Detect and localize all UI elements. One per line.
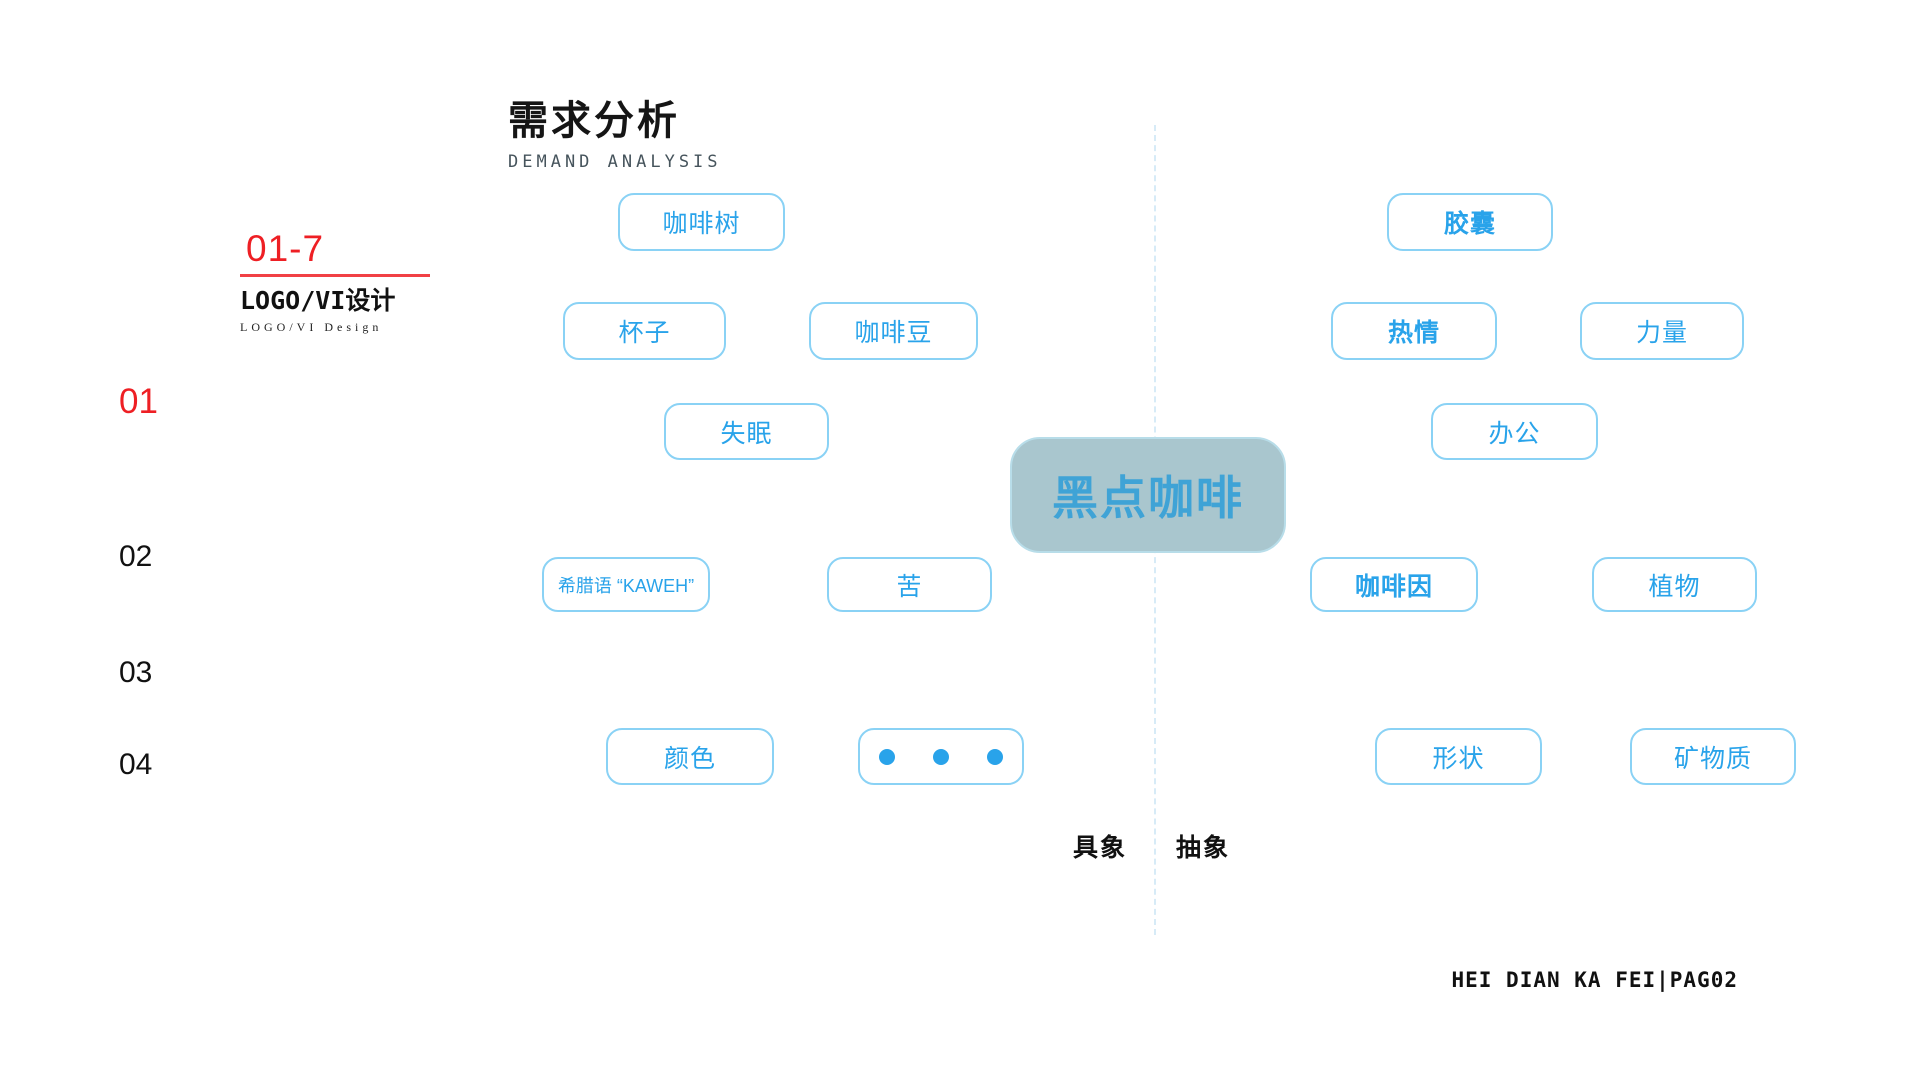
node-coffee-tree: 咖啡树 bbox=[618, 193, 785, 251]
node-plant: 植物 bbox=[1592, 557, 1757, 612]
axis-label-concrete: 具象 bbox=[1073, 834, 1128, 862]
footer-page-info: HEI DIAN KA FEI|PAG02 bbox=[1451, 968, 1738, 992]
dot-icon bbox=[933, 748, 949, 765]
section-title: LOGO/VI设计 bbox=[240, 286, 396, 315]
node-greek-kaweh: 希腊语 “KAWEH” bbox=[542, 557, 710, 612]
dot-icon bbox=[879, 748, 895, 765]
node-caffeine: 咖啡因 bbox=[1310, 557, 1478, 612]
page-number-02: 02 bbox=[119, 540, 153, 573]
node-capsule: 胶囊 bbox=[1387, 193, 1553, 251]
node-mineral: 矿物质 bbox=[1630, 728, 1796, 785]
section-code: 01-7 bbox=[246, 228, 325, 269]
node-power: 力量 bbox=[1580, 302, 1744, 360]
node-ellipsis bbox=[858, 728, 1024, 785]
axis-label-abstract: 抽象 bbox=[1176, 834, 1231, 862]
page-header: 需求分析 DEMAND ANALYSIS bbox=[508, 88, 722, 172]
section-underline bbox=[240, 274, 430, 277]
node-color: 颜色 bbox=[606, 728, 774, 785]
node-shape: 形状 bbox=[1375, 728, 1542, 785]
node-bitter: 苦 bbox=[827, 557, 992, 612]
page-number-04: 04 bbox=[119, 748, 153, 781]
section-label-block: 01-7 LOGO/VI设计 LOGO/VI Design bbox=[240, 228, 430, 335]
node-insomnia: 失眠 bbox=[664, 403, 829, 460]
node-cup: 杯子 bbox=[563, 302, 726, 360]
node-coffee-bean: 咖啡豆 bbox=[809, 302, 978, 360]
section-subtitle: LOGO/VI Design bbox=[240, 320, 383, 334]
node-passion: 热情 bbox=[1331, 302, 1497, 360]
page-subtitle: DEMAND ANALYSIS bbox=[508, 152, 722, 172]
page-number-01: 01 bbox=[119, 382, 158, 421]
center-node-brand: 黑点咖啡 bbox=[1010, 437, 1286, 553]
three-dots-icon bbox=[879, 748, 1003, 765]
dot-icon bbox=[987, 748, 1003, 765]
page-number-03: 03 bbox=[119, 656, 153, 689]
node-office: 办公 bbox=[1431, 403, 1598, 460]
page-title: 需求分析 bbox=[508, 99, 680, 143]
